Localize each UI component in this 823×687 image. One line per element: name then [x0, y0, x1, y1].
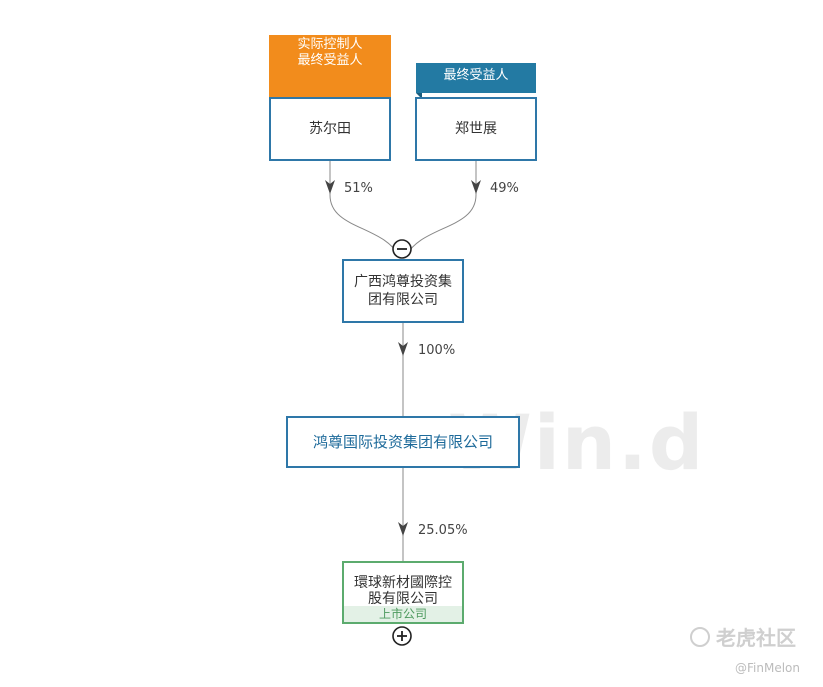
- pct-su: 51%: [344, 181, 373, 196]
- ultimate-beneficiary-label-2: 最终受益人: [443, 68, 509, 83]
- node-label: 广西鸿尊投资集团有限公司: [354, 274, 452, 308]
- node-label: 郑世展: [455, 121, 497, 137]
- tiger-watermark-text: 老虎社区: [716, 626, 796, 650]
- node-label: 鸿尊国际投资集团有限公司: [312, 433, 493, 451]
- arrow-hongzun: [398, 522, 408, 536]
- tiger-watermark: 老虎社区: [690, 622, 796, 651]
- collapse-icon[interactable]: [392, 239, 412, 259]
- expand-icon[interactable]: [392, 626, 412, 646]
- controller-tag: 实际控制人 最终受益人: [269, 35, 391, 103]
- arrow-su: [325, 180, 335, 194]
- link-zheng-guangxi: [404, 161, 477, 259]
- pct-hongzun: 25.05%: [418, 523, 468, 538]
- tiger-logo-icon: [690, 626, 710, 647]
- listed-badge: 上市公司: [344, 606, 462, 622]
- node-hongzun-international[interactable]: 鸿尊国际投资集团有限公司: [286, 416, 520, 468]
- ultimate-beneficiary-label: 最终受益人: [297, 53, 363, 68]
- pct-guangxi: 100%: [418, 343, 456, 358]
- node-label: 苏尔田: [309, 121, 351, 137]
- beneficiary-tag: 最终受益人: [416, 63, 536, 99]
- tag-fold: [416, 93, 422, 99]
- arrow-zheng: [471, 180, 481, 194]
- node-listed-company[interactable]: 環球新材國際控股有限公司 上市公司: [342, 561, 464, 624]
- arrow-guangxi: [398, 342, 408, 356]
- node-guangxi-hongzun[interactable]: 广西鸿尊投资集团有限公司: [342, 259, 464, 323]
- node-su-ertian[interactable]: 苏尔田: [269, 97, 391, 161]
- actual-controller-label: 实际控制人: [297, 37, 363, 52]
- link-su-guangxi: [329, 161, 401, 259]
- node-label: 環球新材國際控股有限公司: [354, 575, 452, 607]
- node-zheng-shizhan[interactable]: 郑世展: [415, 97, 537, 161]
- pct-zheng: 49%: [490, 181, 519, 196]
- handle-watermark: @FinMelon: [735, 661, 800, 675]
